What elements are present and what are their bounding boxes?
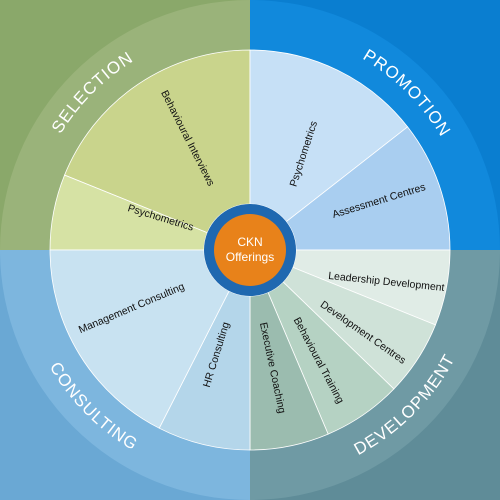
promotion-segment-0 (249, 49, 409, 223)
center-label-line-2: Offerings (226, 250, 274, 264)
consulting-ring-band (0, 250, 250, 500)
selection-ring-band (0, 0, 250, 250)
development-ring-band (250, 250, 500, 500)
promotion-ring-band (250, 0, 500, 250)
center-label-line-1: CKN (237, 235, 262, 249)
center-hub-core (214, 214, 286, 286)
promotion-segment-1 (285, 126, 451, 251)
offering-segments: Behavioural InterviewsPsychometricsPsych… (49, 49, 451, 451)
center-hub: CKN Offerings (204, 204, 296, 296)
